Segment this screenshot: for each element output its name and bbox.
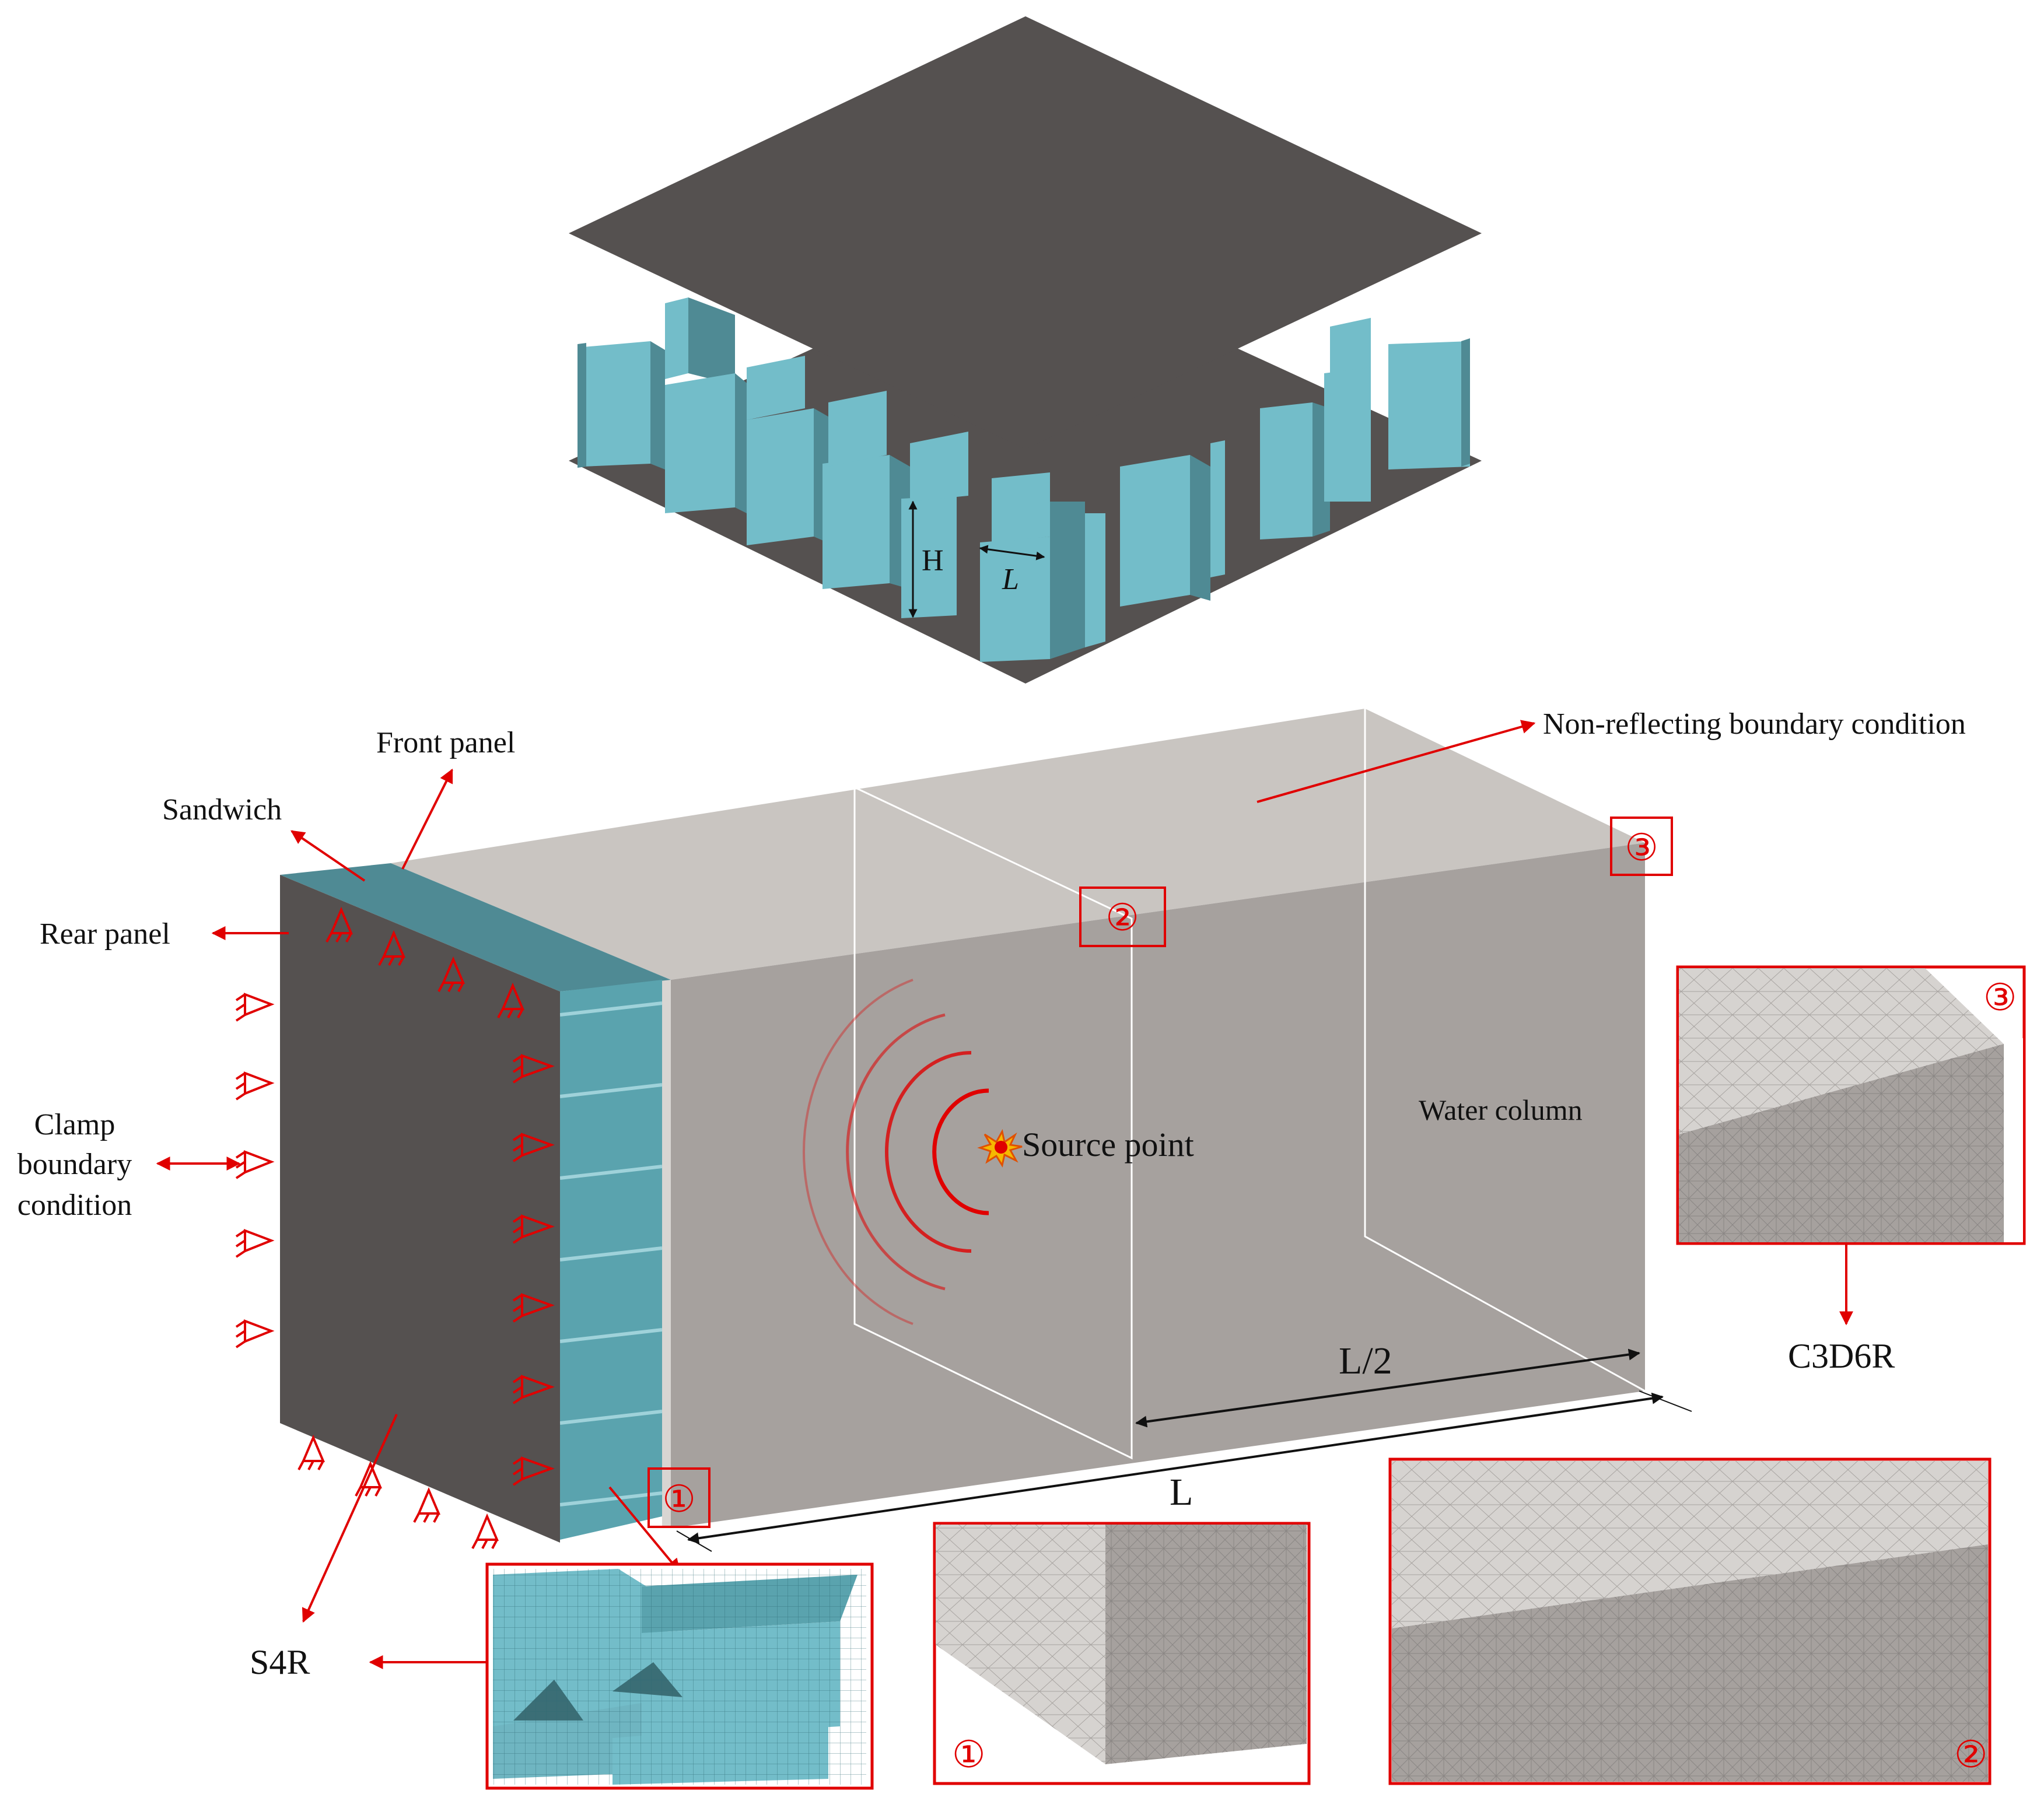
water-top-face — [391, 709, 1645, 980]
clamp-symbols — [235, 906, 555, 1549]
clamp-symbol — [378, 930, 406, 966]
marker-2: ② — [1105, 897, 1139, 938]
clamp-symbol — [438, 956, 466, 992]
full-length-label: L — [1170, 1471, 1193, 1513]
clamp-symbol — [235, 993, 275, 1022]
rear-panel — [280, 875, 560, 1543]
marker-box-2 — [1079, 887, 1166, 947]
water-left-edge — [662, 980, 671, 1528]
clamp-label-line-2: boundary — [18, 1148, 132, 1181]
s4r-label: S4R — [250, 1643, 310, 1681]
sandwich-plate — [280, 863, 671, 1543]
clamp-symbol — [298, 1434, 326, 1470]
clamp-symbol — [512, 1054, 555, 1084]
inset-2-mesh-edge: ② — [1388, 1457, 1992, 1785]
inset-3-mesh-corner: ③ — [1676, 965, 2026, 1245]
clamp-symbol — [413, 1487, 441, 1523]
inset-1-marker: ① — [952, 1734, 985, 1775]
core-wall-lines — [559, 1001, 663, 1506]
clamp-symbol — [512, 1293, 555, 1323]
inset-2-marker: ② — [1954, 1734, 1987, 1775]
clamp-symbol — [512, 1214, 555, 1244]
cell-length-dimension-line — [979, 545, 1045, 560]
clamp-symbol — [235, 1150, 275, 1179]
length-extension-line — [1639, 1390, 1692, 1412]
c3d6r-label: C3D6R — [1788, 1337, 1895, 1375]
clamp-symbol — [512, 1456, 555, 1486]
sandwich-label: Sandwich — [162, 793, 282, 826]
clamp-symbol — [326, 906, 354, 942]
non-reflecting-boundary-label: Non-reflecting boundary condition — [1543, 707, 1966, 741]
clamp-symbol — [235, 1229, 275, 1258]
full-length-dimension-line — [687, 1392, 1664, 1544]
honeycomb-sandwich-model: H L — [569, 16, 1482, 684]
honeycomb-cells — [578, 297, 1470, 662]
clamp-symbol — [235, 1071, 275, 1101]
cell-length-label: L — [1002, 563, 1019, 596]
clamp-symbol — [471, 1513, 499, 1549]
inset-3-marker: ③ — [1983, 977, 2017, 1018]
sandwich-core-side — [560, 980, 662, 1540]
clamp-symbol — [497, 982, 525, 1018]
source-point-dot — [995, 1141, 1007, 1154]
inset-s4r-mesh — [485, 1562, 874, 1790]
clamp-symbol — [355, 1460, 383, 1497]
top-face-sheet — [569, 16, 1482, 449]
inset-1-mesh-corner: ① — [933, 1522, 1311, 1785]
annotation-arrows — [156, 720, 1853, 1669]
front-panel-top — [280, 863, 671, 991]
marker-3: ③ — [1625, 827, 1658, 868]
clamp-symbol — [512, 1375, 555, 1404]
clamp-label-line-1: Clamp — [34, 1108, 116, 1141]
water-column-label: Water column — [1419, 1094, 1583, 1126]
marker-box-1 — [648, 1467, 710, 1528]
rear-panel-label: Rear panel — [40, 917, 170, 951]
front-panel-label: Front panel — [376, 726, 515, 759]
clamp-label-line-3: condition — [18, 1189, 132, 1222]
far-plane-outline — [1364, 709, 1646, 1392]
half-length-label: L/2 — [1339, 1340, 1392, 1382]
marker-box-3 — [1610, 817, 1673, 876]
clamp-symbol — [512, 1133, 555, 1162]
height-label: H — [922, 544, 944, 577]
clamp-symbol — [235, 1319, 275, 1348]
acoustic-wavefronts — [802, 979, 989, 1325]
length-extension-line — [676, 1530, 712, 1552]
marker-1: ① — [662, 1478, 695, 1520]
source-point-label: Source point — [1022, 1126, 1194, 1164]
